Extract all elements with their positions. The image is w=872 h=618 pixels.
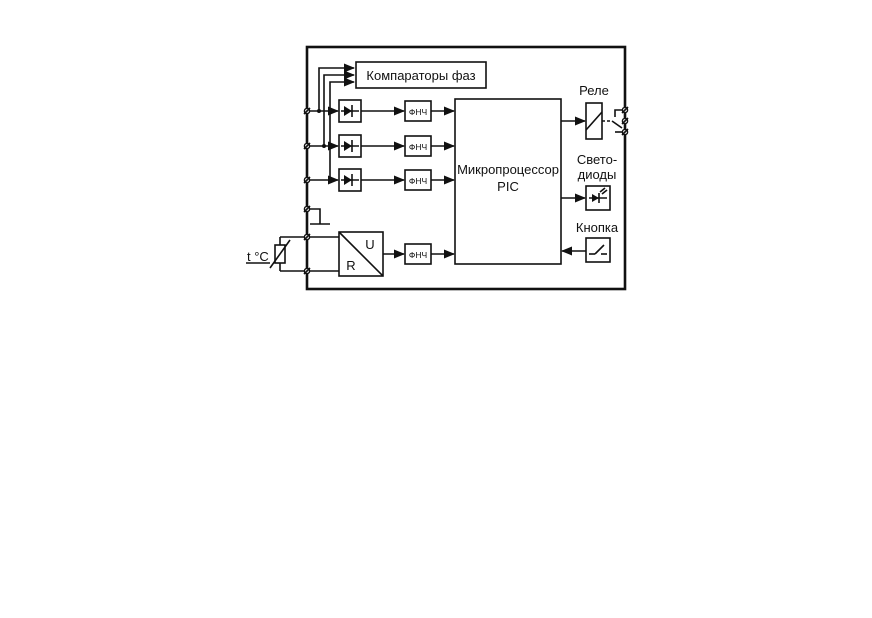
channel-1: ФНЧ — [310, 99, 456, 123]
lpf-label-2: ФНЧ — [409, 142, 427, 152]
diode-icon — [341, 174, 359, 186]
lpf-label-1: ФНЧ — [409, 107, 427, 117]
converter-u-label: U — [365, 237, 374, 252]
diode-icon — [341, 140, 359, 152]
ground-icon — [310, 208, 330, 225]
ur-converter: U R ФНЧ — [338, 231, 456, 277]
lpf-label-4: ФНЧ — [409, 250, 427, 260]
microprocessor-box — [454, 98, 562, 265]
led-icon — [589, 187, 608, 203]
microprocessor-label: Микропроцессор — [457, 162, 559, 177]
microprocessor-sublabel: PIC — [497, 179, 519, 194]
relay-contacts-icon — [611, 106, 629, 136]
relay: Реле — [561, 83, 629, 140]
switch-icon — [589, 244, 607, 255]
leds-label-2: диоды — [578, 167, 617, 182]
channel-3: ФНЧ — [310, 168, 456, 192]
comparators-label: Компараторы фаз — [366, 68, 475, 83]
relay-label: Реле — [579, 83, 609, 98]
channel-2: ФНЧ — [310, 134, 456, 158]
converter-r-label: R — [346, 258, 355, 273]
comparators-box — [355, 61, 487, 89]
temperature-label: t °C — [247, 249, 269, 264]
button-input: Кнопка — [560, 220, 619, 263]
device-frame — [305, 45, 627, 291]
button-label: Кнопка — [576, 220, 619, 235]
lpf-label-3: ФНЧ — [409, 176, 427, 186]
temperature-input: t °C — [246, 236, 339, 272]
comparator-feed-lines — [317, 63, 356, 182]
leds-label: Свето- — [577, 152, 617, 167]
input-terminals — [303, 107, 311, 275]
leds: Свето- диоды — [561, 152, 617, 211]
diode-icon — [341, 105, 359, 117]
